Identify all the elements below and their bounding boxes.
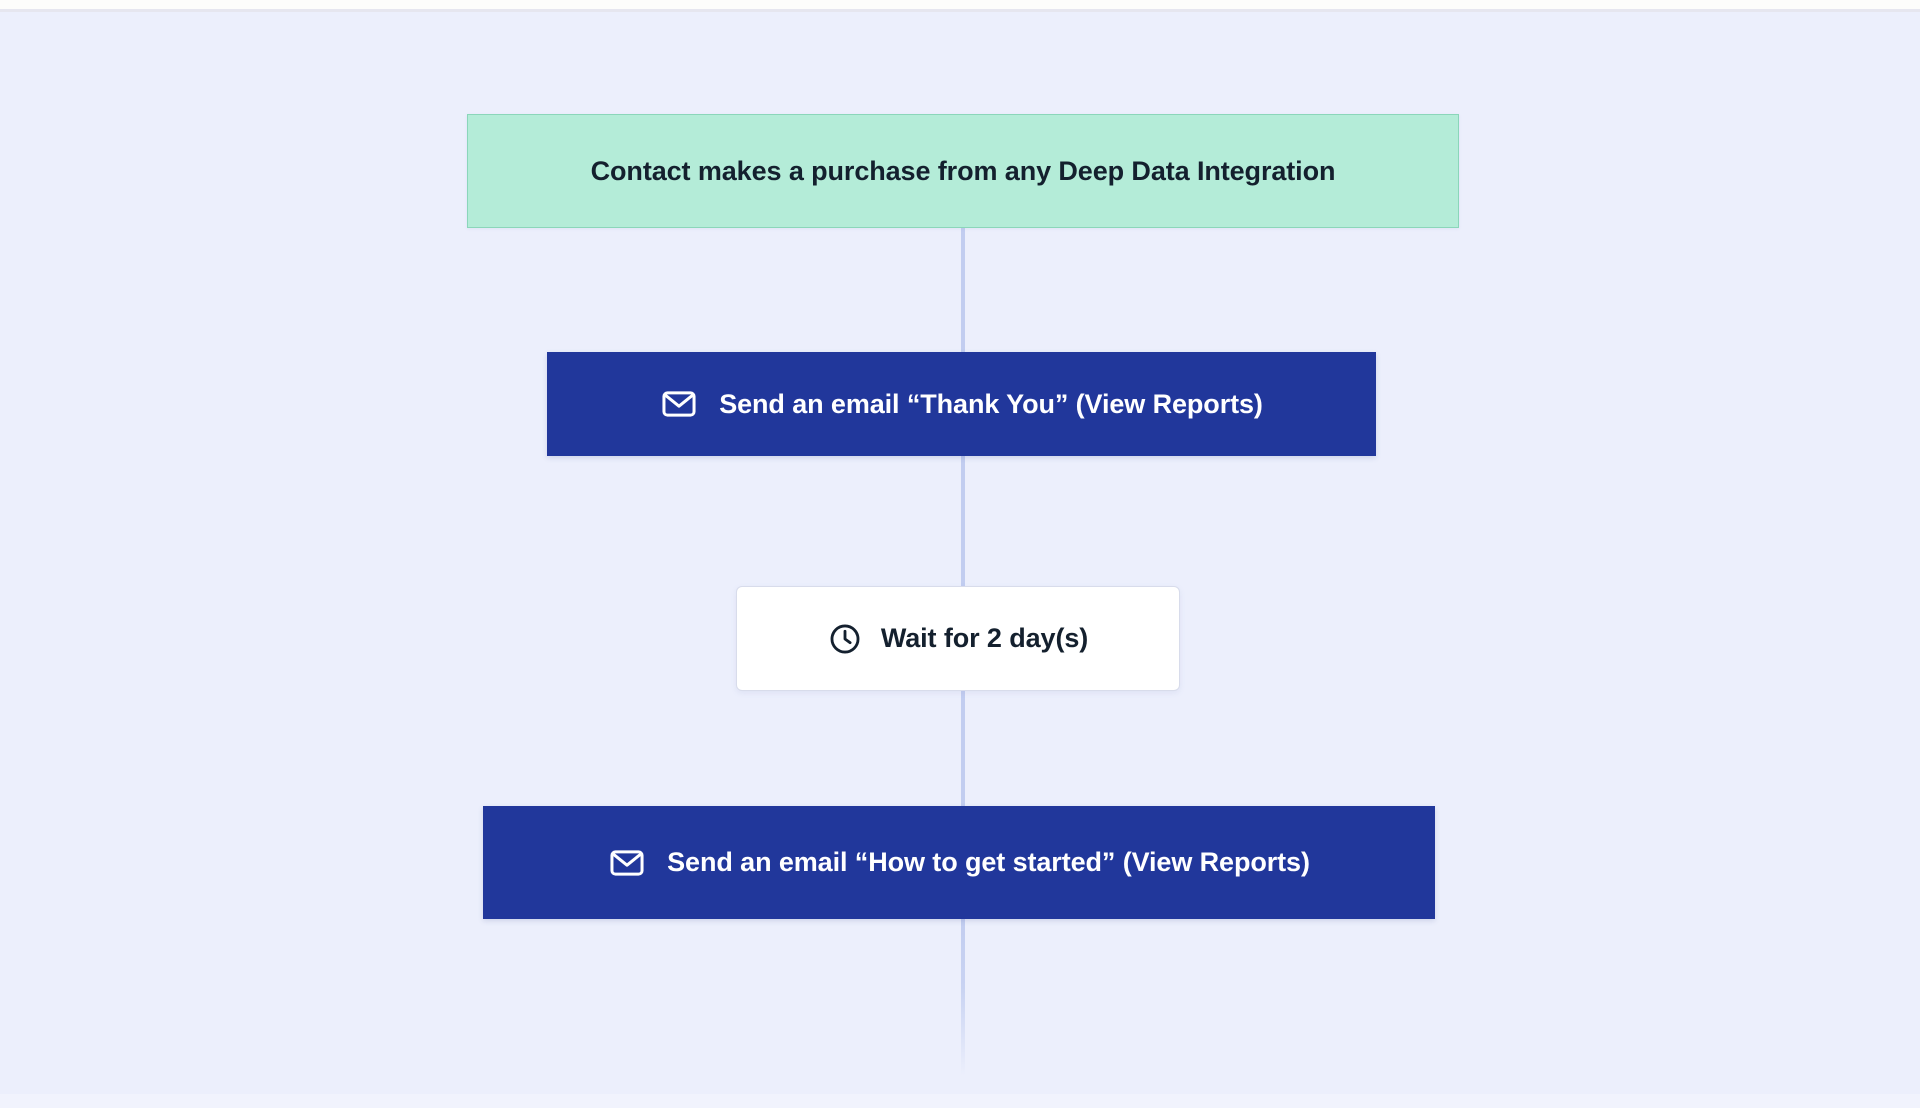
workflow-node-email-how-to-get-started[interactable]: Send an email “How to get started” (View… xyxy=(483,806,1435,919)
viewport-bottom-strip xyxy=(0,1094,1920,1108)
mail-icon xyxy=(660,385,698,423)
clock-icon xyxy=(828,622,862,656)
email-how-to-get-started-label: Send an email “How to get started” (View… xyxy=(667,847,1310,877)
trigger-label: Contact makes a purchase from any Deep D… xyxy=(590,155,1336,186)
workflow-node-wait[interactable]: Wait for 2 day(s) xyxy=(736,586,1180,691)
viewport-top-strip xyxy=(0,0,1920,9)
connector-email2-to-end xyxy=(961,916,965,1076)
email-thank-you-label: Send an email “Thank You” (View Reports) xyxy=(719,388,1263,419)
mail-icon xyxy=(608,844,646,882)
wait-label: Wait for 2 day(s) xyxy=(880,623,1089,653)
workflow-node-email-thank-you[interactable]: Send an email “Thank You” (View Reports) xyxy=(547,352,1376,456)
connector-wait-to-email2 xyxy=(961,690,965,810)
workflow-node-trigger[interactable]: Contact makes a purchase from any Deep D… xyxy=(467,114,1459,228)
connector-trigger-to-email1 xyxy=(961,228,965,358)
viewport-top-divider xyxy=(0,9,1920,12)
connector-email1-to-wait xyxy=(961,456,965,592)
